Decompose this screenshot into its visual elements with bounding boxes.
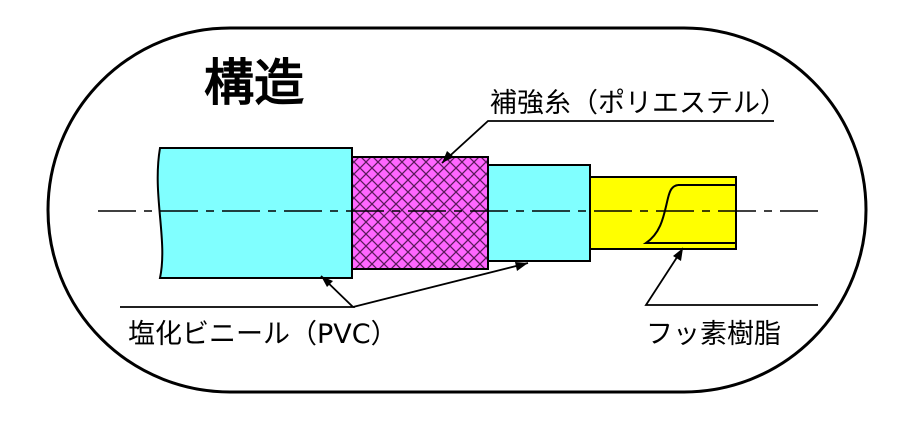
leader-pvc-inner [352,262,529,308]
inner-pvc-layer [487,164,591,262]
reinforcement-mesh-layer [351,156,489,270]
label-reinforcement: 補強糸（ポリエステル） [490,88,787,119]
fluororesin-layer [589,176,737,250]
arrowhead-reinforcement [442,151,454,163]
arrowhead-pvc-inner [515,262,528,271]
label-pvc: 塩化ビニール（PVC） [128,319,398,350]
leader-pvc-outer [120,275,356,308]
outer-pvc-layer [156,147,353,279]
arrowhead-fluororesin [673,248,683,261]
arrowhead-pvc-outer [321,276,333,287]
outer-frame [46,26,868,394]
diagram-title: 構造 [204,54,304,112]
label-fluororesin: フッ素樹脂 [646,319,781,350]
fluororesin-cut-edge [642,184,737,244]
leader-fluororesin [644,247,818,306]
leader-reinforcement [441,120,774,164]
